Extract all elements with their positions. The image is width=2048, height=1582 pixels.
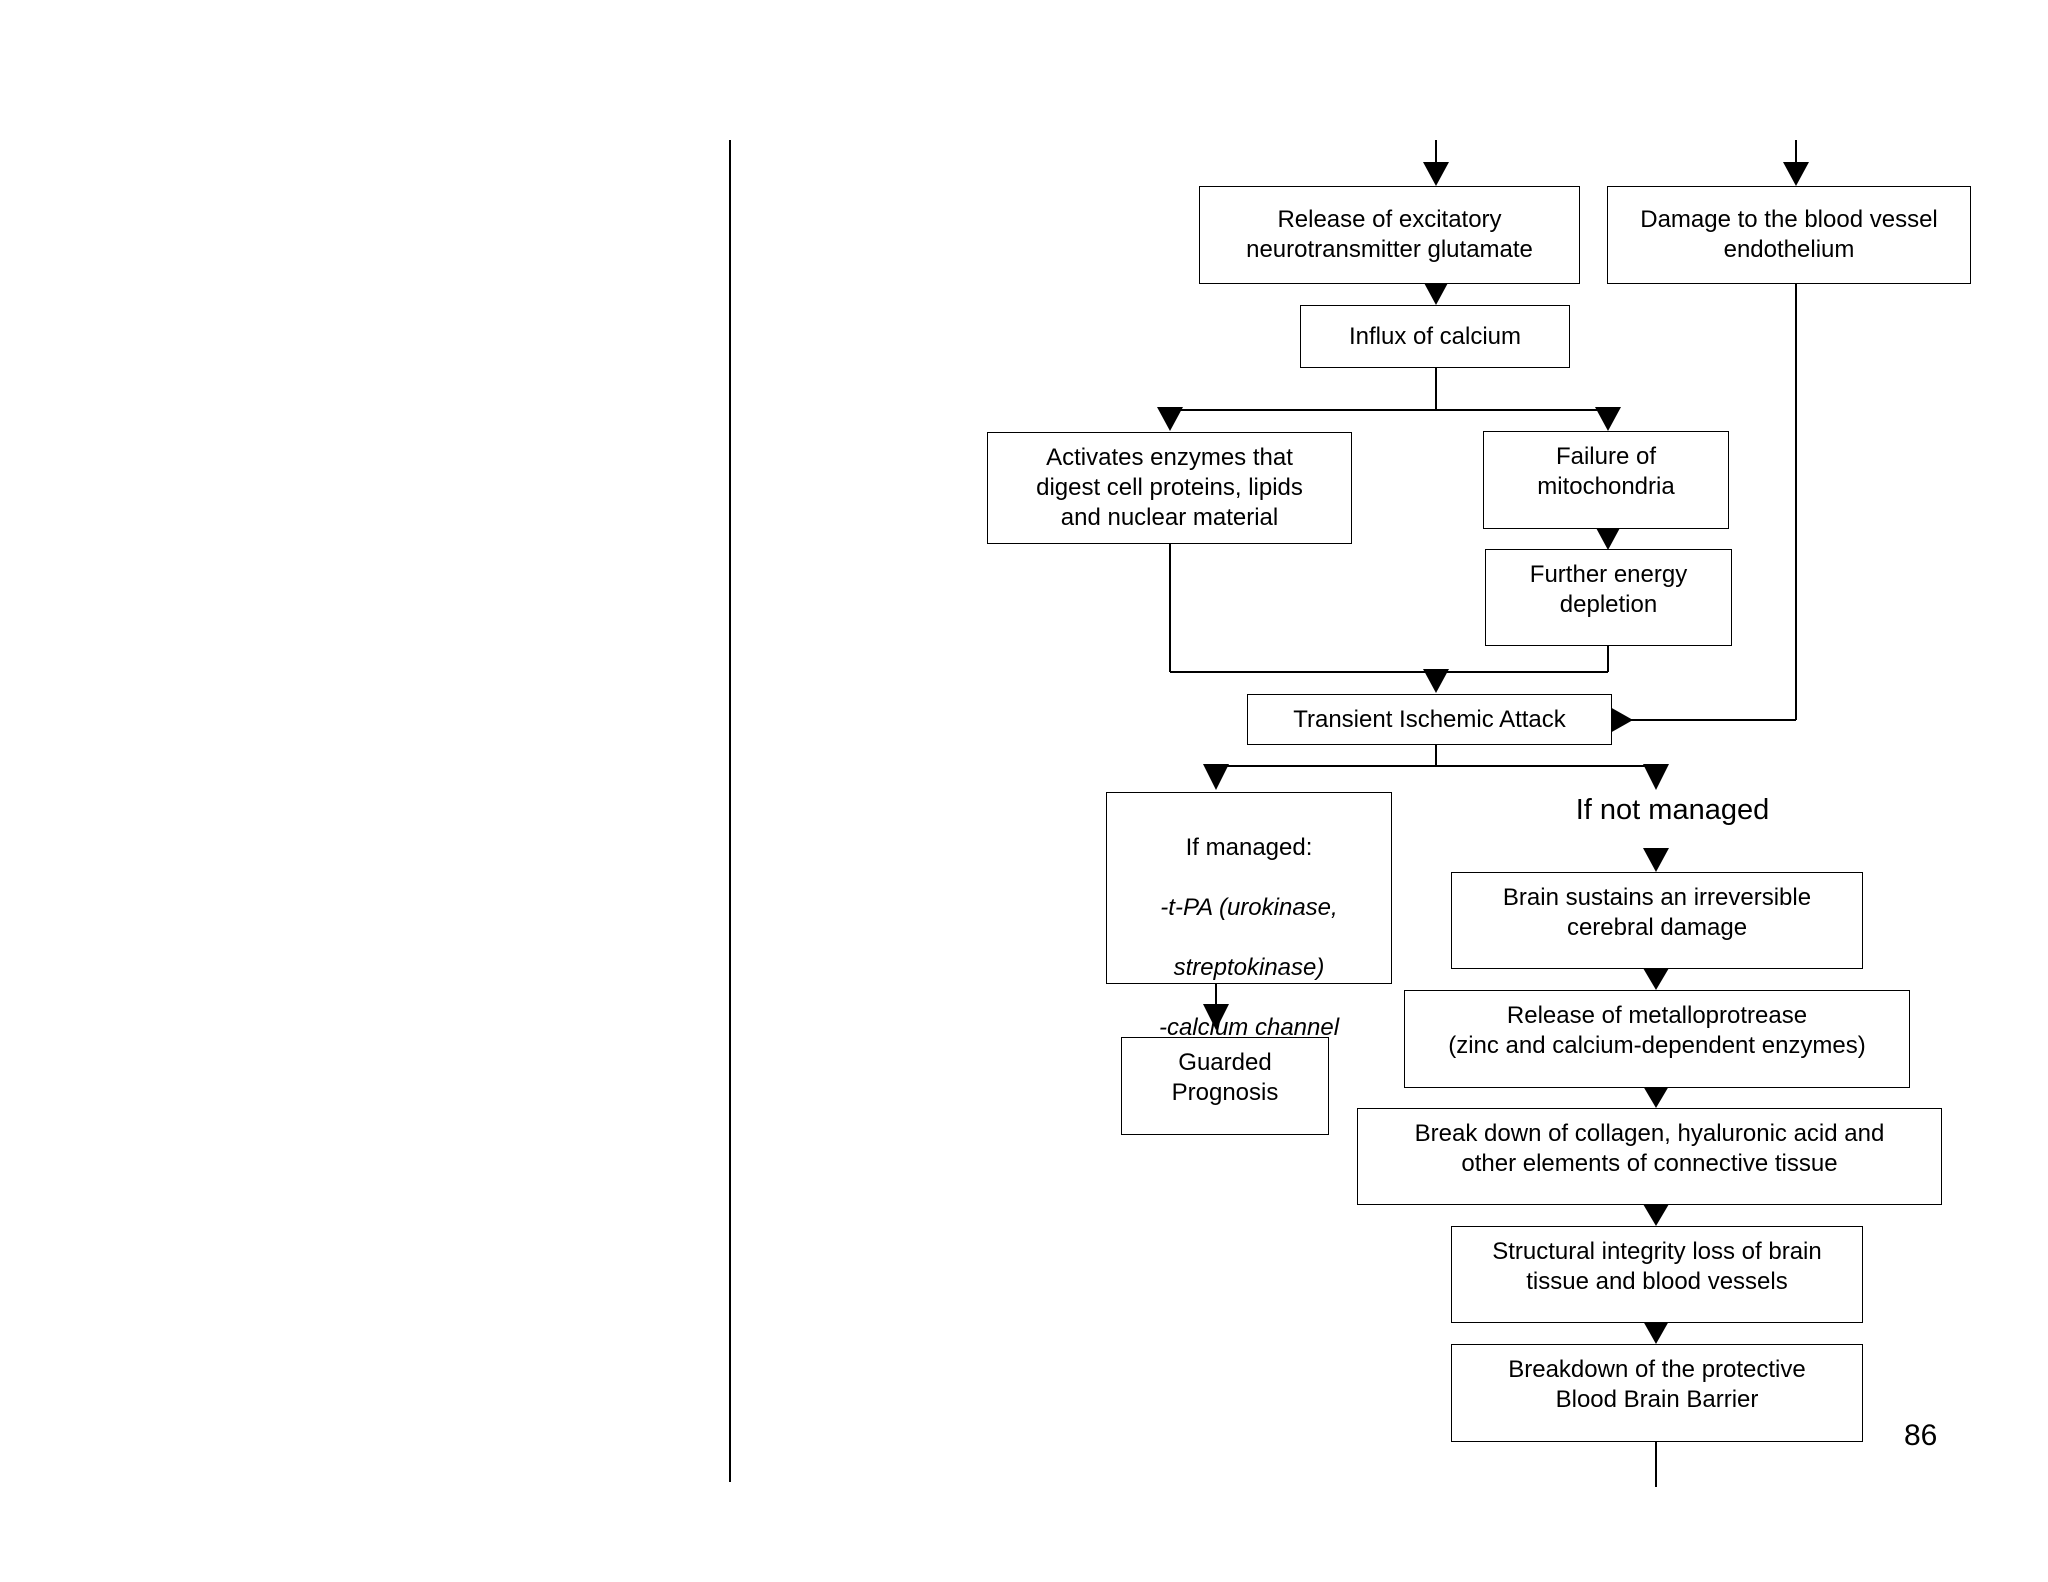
calcium-influx-text: Influx of calcium <box>1348 322 1522 350</box>
arrowhead <box>1783 162 1809 186</box>
enzymes-box: Activates enzymes that digest cell prote… <box>987 432 1352 544</box>
managed-item: streptokinase) <box>1173 954 1325 981</box>
arrowhead <box>1610 707 1633 733</box>
irreversible-damage-text: Brain sustains an irreversible cerebral … <box>1502 884 1812 941</box>
arrowhead <box>1157 407 1183 431</box>
not-managed-label: If not managed <box>1575 794 1770 826</box>
arrowhead <box>1595 526 1621 550</box>
managed-text: If managed: -t-PA (urokinase, streptokin… <box>1159 793 1339 1133</box>
tia-text: Transient Ischemic Attack <box>1293 705 1566 733</box>
metalloprotrease-text: Release of metalloprotrease (zinc and ca… <box>1448 1002 1866 1059</box>
arrowhead <box>1423 669 1449 693</box>
arrowhead <box>1643 1086 1669 1108</box>
managed-title: If managed: <box>1185 834 1313 861</box>
arrowhead <box>1643 848 1669 872</box>
arrowhead <box>1643 1204 1669 1226</box>
energy-depletion-box: Further energy depletion <box>1485 549 1732 646</box>
arrowhead <box>1595 407 1621 431</box>
bbb-breakdown-text: Breakdown of the protective Blood Brain … <box>1508 1356 1806 1413</box>
arrowhead <box>1203 1004 1229 1030</box>
tia-box: Transient Ischemic Attack <box>1247 694 1612 745</box>
managed-item: -t-PA (urokinase, <box>1160 894 1338 921</box>
page-number: 86 <box>1904 1419 1938 1452</box>
structural-loss-box: Structural integrity loss of brain tissu… <box>1451 1226 1863 1323</box>
glutamate-release-text: Release of excitatory neurotransmitter g… <box>1246 206 1533 263</box>
arrowhead <box>1643 764 1669 790</box>
irreversible-damage-box: Brain sustains an irreversible cerebral … <box>1451 872 1863 969</box>
glutamate-release-box: Release of excitatory neurotransmitter g… <box>1199 186 1580 284</box>
energy-depletion-text: Further energy depletion <box>1529 561 1688 618</box>
arrowhead <box>1423 162 1449 186</box>
collagen-breakdown-box: Break down of collagen, hyaluronic acid … <box>1357 1108 1942 1205</box>
endothelium-damage-text: Damage to the blood vessel endothelium <box>1640 206 1938 263</box>
structural-loss-text: Structural integrity loss of brain tissu… <box>1492 1238 1822 1295</box>
calcium-influx-box: Influx of calcium <box>1300 305 1570 368</box>
mitochondria-text: Failure of mitochondria <box>1537 443 1675 500</box>
enzymes-text: Activates enzymes that digest cell prote… <box>1036 444 1303 531</box>
prognosis-text: Guarded Prognosis <box>1171 1049 1279 1106</box>
mitochondria-box: Failure of mitochondria <box>1483 431 1729 529</box>
endothelium-damage-box: Damage to the blood vessel endothelium <box>1607 186 1971 284</box>
arrowhead <box>1643 1321 1669 1344</box>
arrowhead <box>1643 968 1669 990</box>
bbb-breakdown-box: Breakdown of the protective Blood Brain … <box>1451 1344 1863 1442</box>
collagen-breakdown-text: Break down of collagen, hyaluronic acid … <box>1414 1120 1885 1177</box>
prognosis-box: Guarded Prognosis <box>1121 1037 1329 1135</box>
arrowhead <box>1423 281 1449 305</box>
arrowhead <box>1203 764 1229 790</box>
metalloprotrease-box: Release of metalloprotrease (zinc and ca… <box>1404 990 1910 1088</box>
managed-box: If managed: -t-PA (urokinase, streptokin… <box>1106 792 1392 1101</box>
managed-item: -calcium channel <box>1158 1014 1340 1041</box>
